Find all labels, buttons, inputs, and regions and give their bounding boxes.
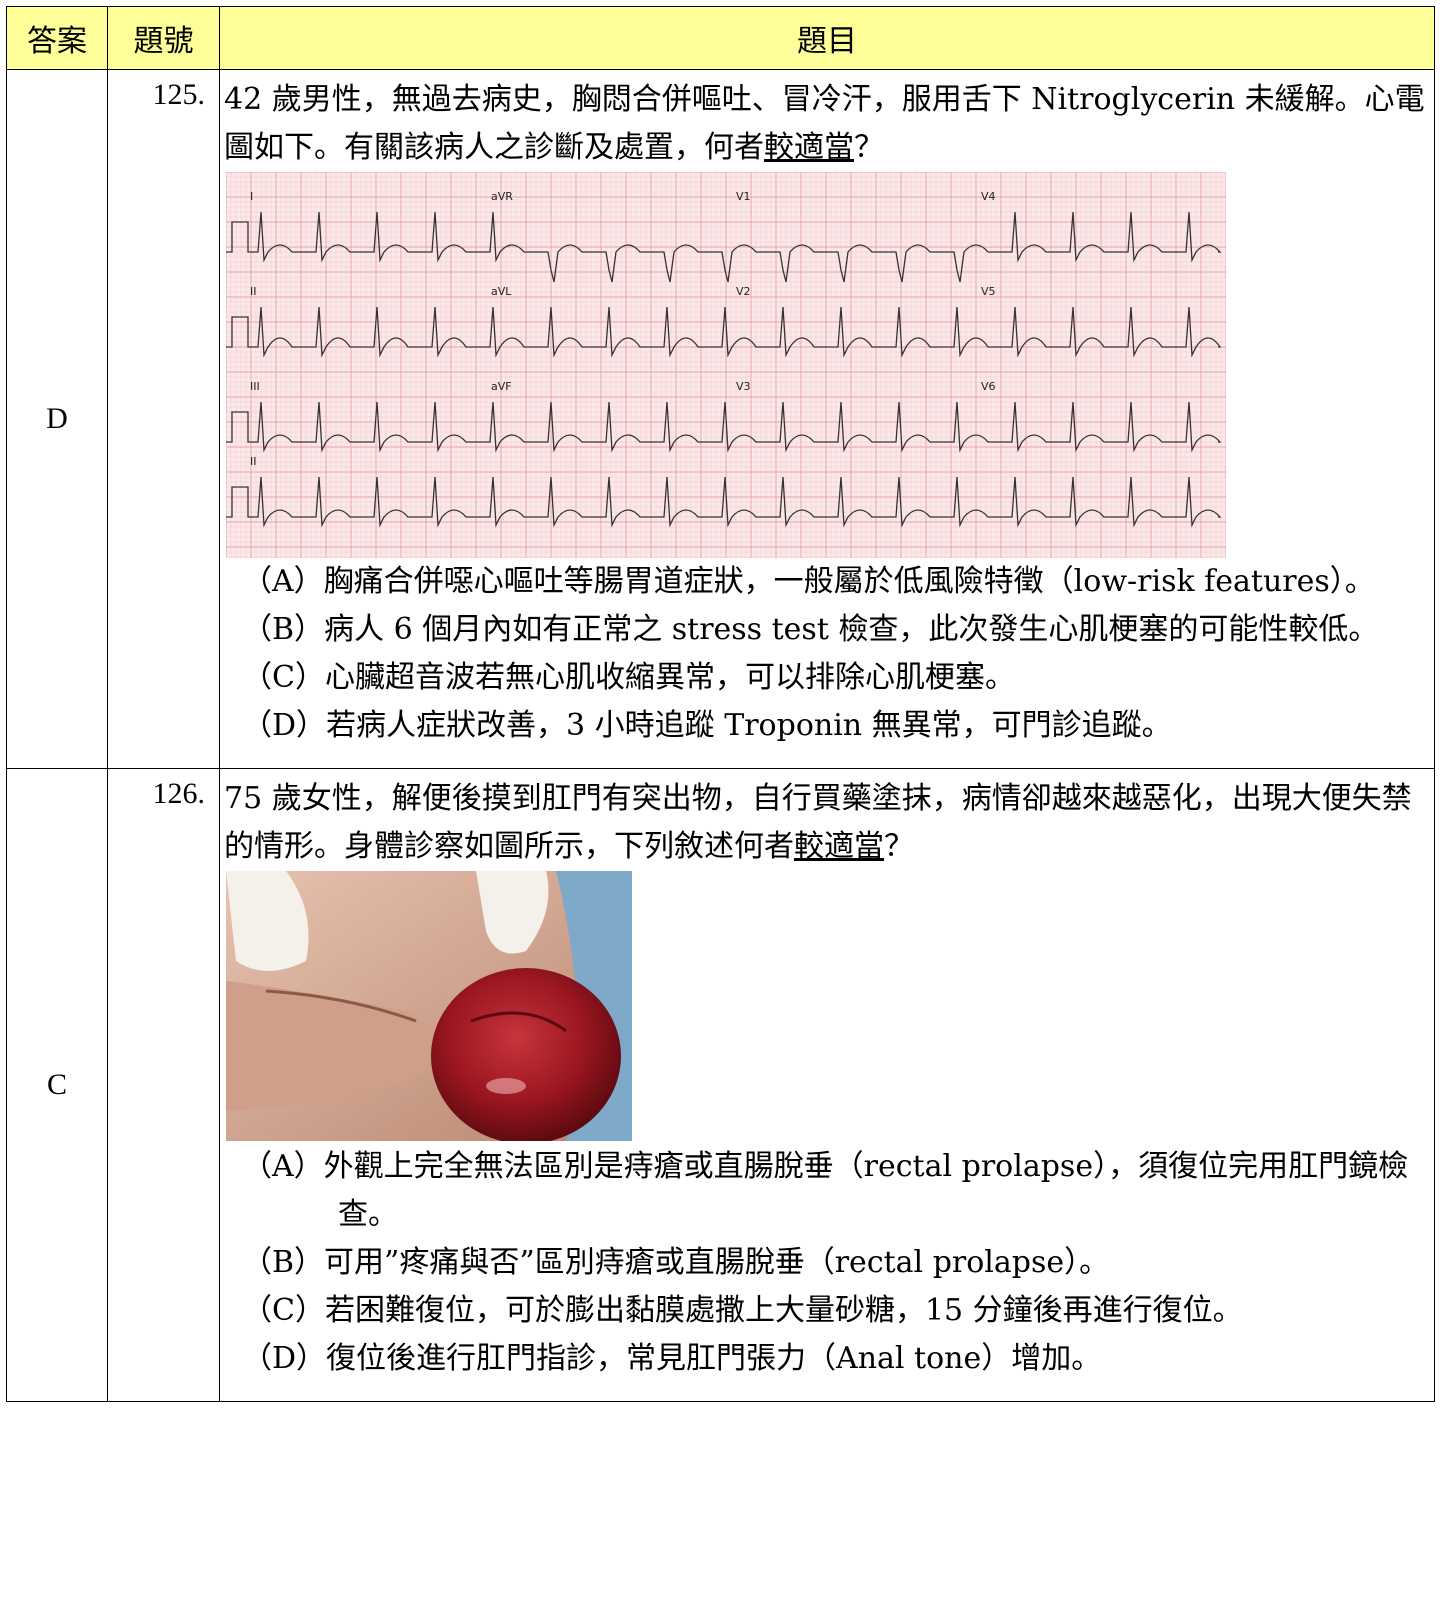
ecg-lead-label: II — [250, 285, 257, 298]
option-d: （D）復位後進行肛門指診，常見肛門張力（Anal tone）增加。 — [242, 1341, 1102, 1376]
stem-text: 42 歲男性，無過去病史，胸悶合併嘔吐、冒冷汗，服用舌下 Nitroglycer… — [224, 82, 1425, 165]
ecg-lead-label: aVL — [491, 285, 512, 298]
question-content: 75 歲女性，解便後摸到肛門有突出物，自行買藥塗抹，病情卻越來越惡化，出現大便失… — [219, 768, 1435, 1402]
ecg-lead-label: I — [250, 190, 253, 203]
header-question: 題目 — [219, 6, 1435, 70]
header-answer: 答案 — [6, 6, 108, 70]
option-b: （B）可用”疼痛與否”區別痔瘡或直腸脫垂（rectal prolapse）。 — [242, 1245, 1110, 1280]
exam-table: 答案 題號 題目 D 125. 42 歲男性，無過去病史，胸悶合併嘔吐、冒冷汗，… — [6, 6, 1435, 1402]
answer-cell: D — [6, 69, 108, 769]
ecg-lead-label: V1 — [736, 190, 751, 203]
header-number: 題號 — [107, 6, 220, 70]
ecg-lead-label: aVR — [491, 190, 513, 203]
clinical-photo — [226, 871, 632, 1141]
question-row-126: C 126. 75 歲女性，解便後摸到肛門有突出物，自行買藥塗抹，病情卻越來越惡… — [6, 768, 1435, 1402]
question-number: 125. — [107, 69, 220, 769]
question-content: 42 歲男性，無過去病史，胸悶合併嘔吐、冒冷汗，服用舌下 Nitroglycer… — [219, 69, 1435, 769]
option-d: （D）若病人症狀改善，3 小時追蹤 Troponin 無異常，可門診追蹤。 — [242, 708, 1172, 743]
stem-end: ？ — [854, 130, 884, 165]
ecg-lead-label: aVF — [491, 380, 512, 393]
option-b: （B）病人 6 個月內如有正常之 stress test 檢查，此次發生心肌梗塞… — [242, 612, 1379, 647]
header-row: 答案 題號 題目 — [6, 6, 1435, 70]
stem-emphasis: 較適當 — [764, 130, 854, 165]
ecg-lead-label: III — [250, 380, 260, 393]
ecg-lead-label: V3 — [736, 380, 751, 393]
option-c: （C）心臟超音波若無心肌收縮異常，可以排除心肌梗塞。 — [242, 660, 1015, 695]
question-number: 126. — [107, 768, 220, 1402]
question-row-125: D 125. 42 歲男性，無過去病史，胸悶合併嘔吐、冒冷汗，服用舌下 Nitr… — [6, 69, 1435, 769]
stem-text: 75 歲女性，解便後摸到肛門有突出物，自行買藥塗抹，病情卻越來越惡化，出現大便失… — [224, 781, 1412, 864]
question-stem: 75 歲女性，解便後摸到肛門有突出物，自行買藥塗抹，病情卻越來越惡化，出現大便失… — [224, 775, 1430, 871]
ecg-lead-label: V2 — [736, 285, 751, 298]
ecg-lead-label: V5 — [981, 285, 996, 298]
stem-end: ？ — [884, 829, 914, 864]
ecg-lead-label: V6 — [981, 380, 996, 393]
answer-cell: C — [6, 768, 108, 1402]
option-a: （A）外觀上完全無法區別是痔瘡或直腸脫垂（rectal prolapse），須復… — [242, 1149, 1409, 1232]
ecg-lead-label: V4 — [981, 190, 996, 203]
stem-emphasis: 較適當 — [794, 829, 884, 864]
option-c: （C）若困難復位，可於膨出黏膜處撒上大量砂糖，15 分鐘後再進行復位。 — [242, 1293, 1243, 1328]
ecg-lead-label: II — [250, 455, 257, 468]
option-a: （A）胸痛合併噁心嘔吐等腸胃道症狀，一般屬於低風險特徵（low-risk fea… — [242, 564, 1375, 599]
question-stem: 42 歲男性，無過去病史，胸悶合併嘔吐、冒冷汗，服用舌下 Nitroglycer… — [224, 76, 1430, 172]
